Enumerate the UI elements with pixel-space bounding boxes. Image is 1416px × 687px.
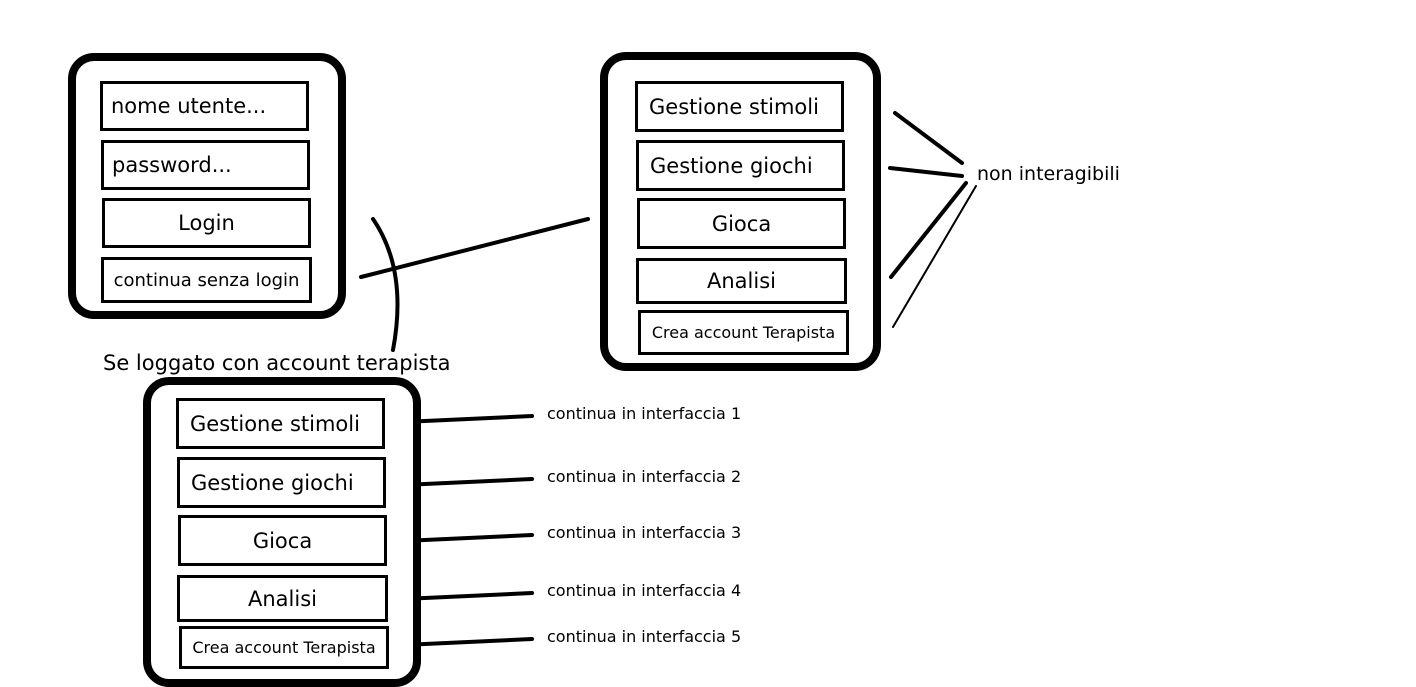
guest-gioca-button: Gioca [637, 198, 846, 249]
crea-account-button[interactable]: Crea account Terapista [179, 626, 389, 669]
non-interactable-annotation: non interagibili [977, 163, 1120, 185]
guest-analisi-button: Analisi [636, 258, 847, 304]
password-field[interactable]: password... [101, 140, 310, 190]
note-text: continua in interfaccia [547, 581, 726, 600]
therapist-connector-curve [371, 217, 400, 352]
note-text: continua in interfaccia [547, 404, 726, 423]
username-field[interactable]: nome utente... [100, 81, 309, 131]
note-interfaccia-3: continua in interfaccia 3 [547, 524, 741, 542]
note-text: continua in interfaccia [547, 627, 726, 646]
gioca-button[interactable]: Gioca [178, 515, 387, 566]
note-text: continua in interfaccia [547, 523, 726, 542]
note-interfaccia-2: continua in interfaccia 2 [547, 468, 741, 486]
pointer-giochi [401, 477, 534, 487]
gestione-stimoli-button[interactable]: Gestione stimoli [176, 398, 385, 449]
note-interfaccia-5: continua in interfaccia 5 [547, 628, 741, 646]
guest-gestione-stimoli-button: Gestione stimoli [635, 81, 844, 132]
login-button[interactable]: Login [102, 198, 311, 248]
note-interfaccia-4: continua in interfaccia 4 [547, 582, 741, 600]
guest-connector-line [359, 217, 590, 279]
note-number: 5 [730, 627, 742, 646]
annotation-pointer-4 [892, 185, 977, 328]
annotation-pointer-2 [888, 166, 964, 178]
guest-crea-account-button: Crea account Terapista [638, 310, 849, 355]
note-number: 4 [730, 581, 742, 600]
note-number: 1 [730, 404, 742, 423]
pointer-stimoli [401, 414, 534, 424]
therapist-caption: Se loggato con account terapista [103, 351, 451, 375]
note-number: 2 [730, 467, 742, 486]
annotation-pointer-1 [893, 111, 964, 165]
connector-lines [359, 111, 977, 647]
guest-gestione-giochi-button: Gestione giochi [636, 140, 845, 191]
pointer-crea-account [401, 637, 534, 647]
annotation-pointer-3 [889, 181, 968, 279]
note-number: 3 [730, 523, 742, 542]
guest-login-button[interactable]: continua senza login [101, 257, 312, 303]
note-interfaccia-1: continua in interfaccia 1 [547, 405, 741, 423]
gestione-giochi-button[interactable]: Gestione giochi [177, 457, 386, 508]
note-text: continua in interfaccia [547, 467, 726, 486]
analisi-button[interactable]: Analisi [177, 575, 388, 622]
pointer-gioca [401, 533, 534, 543]
pointer-analisi [401, 591, 534, 601]
